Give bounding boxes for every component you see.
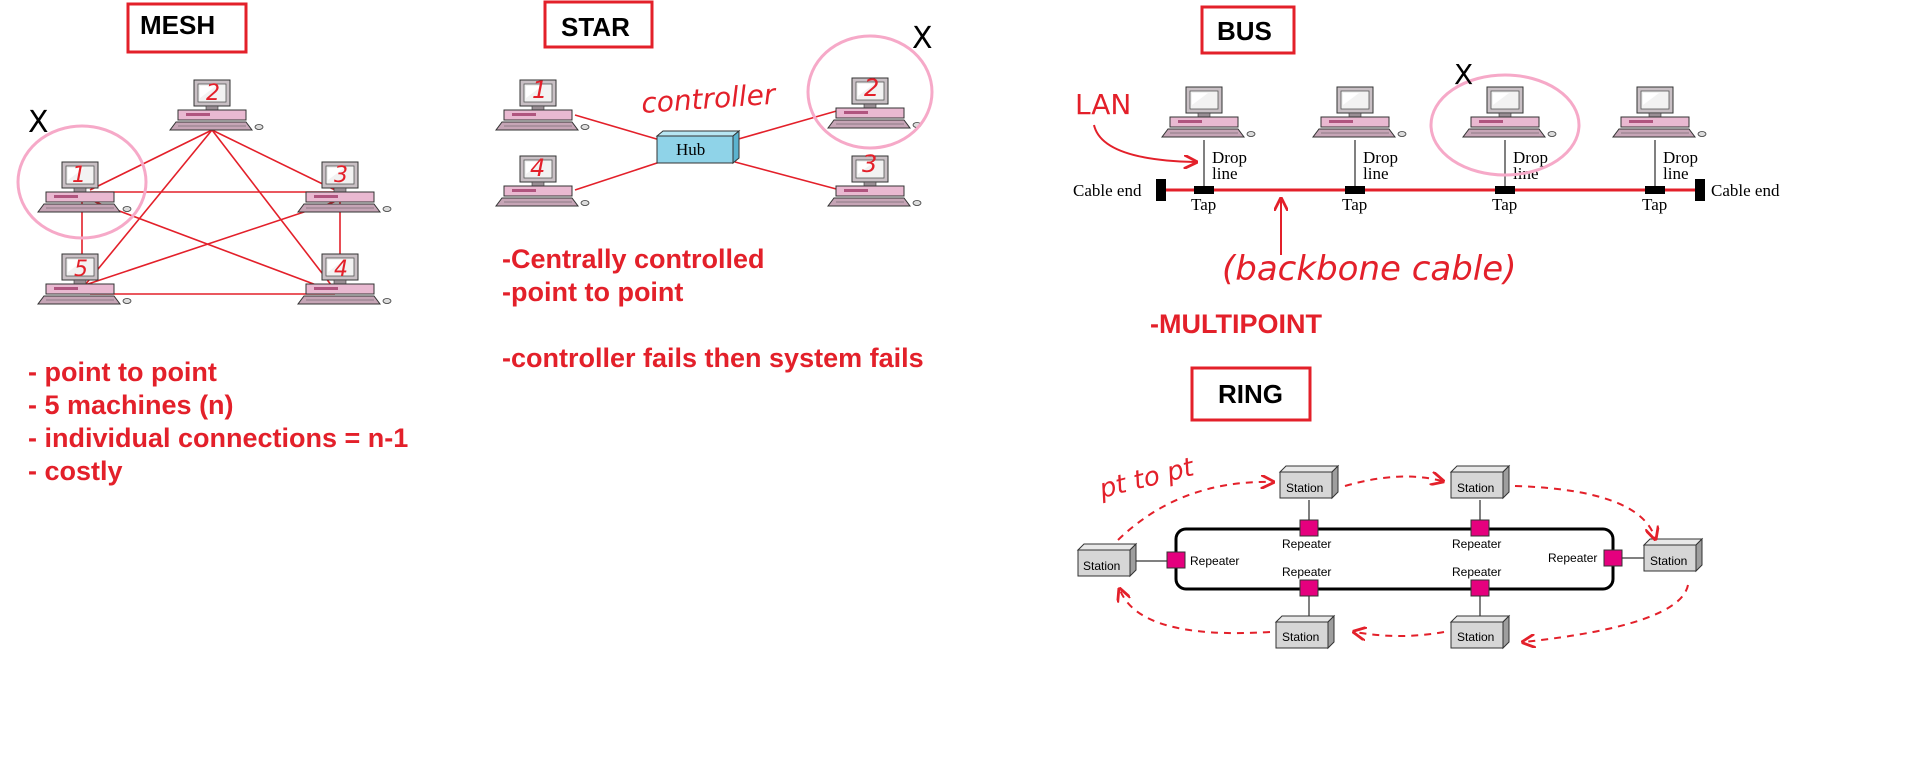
star-note-1: -Centrally controlled [502, 244, 765, 274]
repeater-right-label: Repeater [1548, 551, 1597, 565]
star-computer-4-number: 4 [530, 154, 545, 182]
mesh-links [81, 129, 341, 295]
bus-computer-1 [1161, 86, 1256, 138]
mesh-section: MESH 2 1 3 5 4 X - point to point - 5 ma… [16, 2, 408, 486]
star-computer-1-number: 1 [532, 76, 547, 104]
mesh-note-1: - point to point [28, 357, 217, 387]
repeater-bottom-1-label: Repeater [1282, 565, 1331, 579]
drop-line-label-4a: Drop [1663, 148, 1698, 167]
mesh-note-4: - costly [28, 456, 123, 486]
cable-end-right-label: Cable end [1711, 181, 1780, 200]
hub-box [655, 129, 741, 165]
lan-arrow [1093, 124, 1195, 162]
tap-label-1: Tap [1191, 195, 1216, 214]
bus-failed-node-circle [1429, 73, 1581, 177]
star-computer-3-number: 3 [862, 150, 877, 178]
star-links [574, 109, 841, 191]
star-failed-node-circle [806, 34, 934, 150]
cable-end-left-label: Cable end [1073, 181, 1142, 200]
tap-label-3: Tap [1492, 195, 1517, 214]
mesh-computer-1-number: 1 [72, 163, 86, 188]
station-left-label: Station [1083, 559, 1120, 573]
star-computer-2-number: 2 [864, 74, 879, 102]
station-right-label: Station [1650, 554, 1687, 568]
mesh-title-box [126, 2, 248, 54]
mesh-note-3: - individual connections = n-1 [28, 423, 408, 453]
drop-line-label-1b: line [1212, 164, 1238, 183]
bus-drop-lines [1203, 140, 1656, 190]
repeater-top-2-label: Repeater [1452, 537, 1501, 551]
tap-label-4: Tap [1642, 195, 1667, 214]
mesh-note-2: - 5 machines (n) [28, 390, 234, 420]
mesh-x-mark: X [28, 105, 49, 140]
station-top-2-label: Station [1457, 481, 1494, 495]
ring-flow-arrows [1118, 477, 1689, 642]
mesh-computer-4-number: 4 [334, 257, 348, 282]
mesh-computer-3-number: 3 [334, 163, 348, 188]
repeater-bottom-2-label: Repeater [1452, 565, 1501, 579]
mesh-failed-node-circle [16, 124, 148, 240]
bus-section: BUS Drop line Drop line Drop line Drop l… [1073, 5, 1780, 339]
bus-title-box [1200, 5, 1296, 55]
station-top-1-label: Station [1286, 481, 1323, 495]
station-bottom-2-label: Station [1457, 630, 1494, 644]
pt-to-pt-annotation: pt to pt [1095, 452, 1197, 505]
tap-label-2: Tap [1342, 195, 1367, 214]
repeater-left-label: Repeater [1190, 554, 1239, 568]
drop-line-label-4b: line [1663, 164, 1689, 183]
repeater-top-1-label: Repeater [1282, 537, 1331, 551]
bus-computer-2 [1312, 86, 1407, 138]
backbone-annotation: (backbone cable) [1222, 249, 1516, 289]
mesh-computer-2-number: 2 [206, 81, 220, 106]
drop-line-label-1a: Drop [1212, 148, 1247, 167]
ring-title: RING [1218, 379, 1283, 409]
star-note-2: -point to point [502, 277, 683, 307]
cable-end-right-terminator [1695, 179, 1705, 201]
drop-line-label-2b: line [1363, 164, 1389, 183]
bus-x-mark: X [1454, 58, 1473, 91]
star-section: STAR Hub 1 4 2 3 controller X -Centrally… [495, 0, 934, 373]
ring-title-box [1190, 366, 1312, 422]
star-x-mark: X [912, 21, 933, 56]
star-title: STAR [561, 12, 630, 42]
bus-computer-3 [1462, 86, 1557, 138]
bus-note: -MULTIPOINT [1150, 309, 1322, 339]
star-note-3: -controller fails then system fails [502, 343, 924, 373]
mesh-title: MESH [140, 10, 215, 40]
hub-label: Hub [676, 140, 705, 159]
station-bottom-1-label: Station [1282, 630, 1319, 644]
star-title-box [543, 0, 654, 49]
controller-annotation: controller [640, 78, 778, 120]
lan-annotation: LAN [1075, 88, 1131, 121]
bus-computer-4 [1612, 86, 1707, 138]
bus-title: BUS [1217, 16, 1272, 46]
mesh-computer-5-number: 5 [74, 257, 88, 282]
bus-taps [1194, 186, 1665, 194]
drop-line-label-3a: Drop [1513, 148, 1548, 167]
ring-section: RING Station Station Station Station [1077, 366, 1703, 648]
cable-end-left-terminator [1156, 179, 1166, 201]
repeaters [1166, 519, 1623, 597]
drop-line-label-2a: Drop [1363, 148, 1398, 167]
